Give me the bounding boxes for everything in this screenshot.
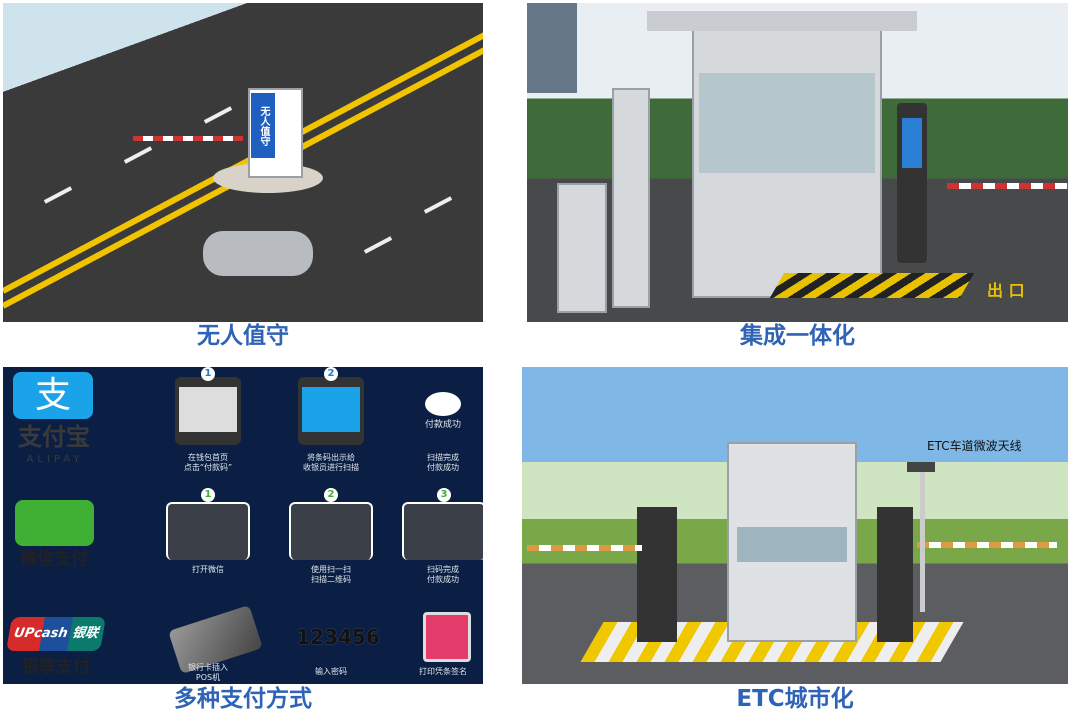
pin-display: 123456 <box>296 625 380 649</box>
check-icon <box>425 392 461 416</box>
wechat-icon <box>15 500 94 546</box>
integrated-photo: 出 口 <box>527 3 1068 322</box>
receipt-icon <box>423 612 471 662</box>
alipay-sub: ALIPAY <box>26 454 84 465</box>
caption-unattended: 无人值守 <box>197 323 289 349</box>
etc-antenna-label: ETC车道微波天线 <box>927 439 1022 453</box>
caption-etc: ETC城市化 <box>736 686 854 712</box>
wechat-label: 微信支付 <box>20 549 88 569</box>
alipay-label: 支付宝 <box>18 423 90 451</box>
unattended-photo: 无人值守 <box>3 3 483 322</box>
caption-payment: 多种支付方式 <box>174 686 312 712</box>
etc-photo: ETC车道微波天线 <box>522 367 1068 684</box>
ground-marking: 出 口 <box>987 281 1025 300</box>
caption-integrated: 集成一体化 <box>740 323 855 349</box>
alipay-icon: 支 <box>13 372 93 419</box>
unionpay-logo: UPcash 银联 <box>6 617 106 651</box>
payment-methods-panel: 支 支付宝 ALIPAY 微信支付 UPcash 银联 银联支付 1 2 付款成… <box>3 367 483 684</box>
unionpay-label: 银联支付 <box>22 657 90 677</box>
booth-sign: 无人值守 <box>251 93 275 158</box>
